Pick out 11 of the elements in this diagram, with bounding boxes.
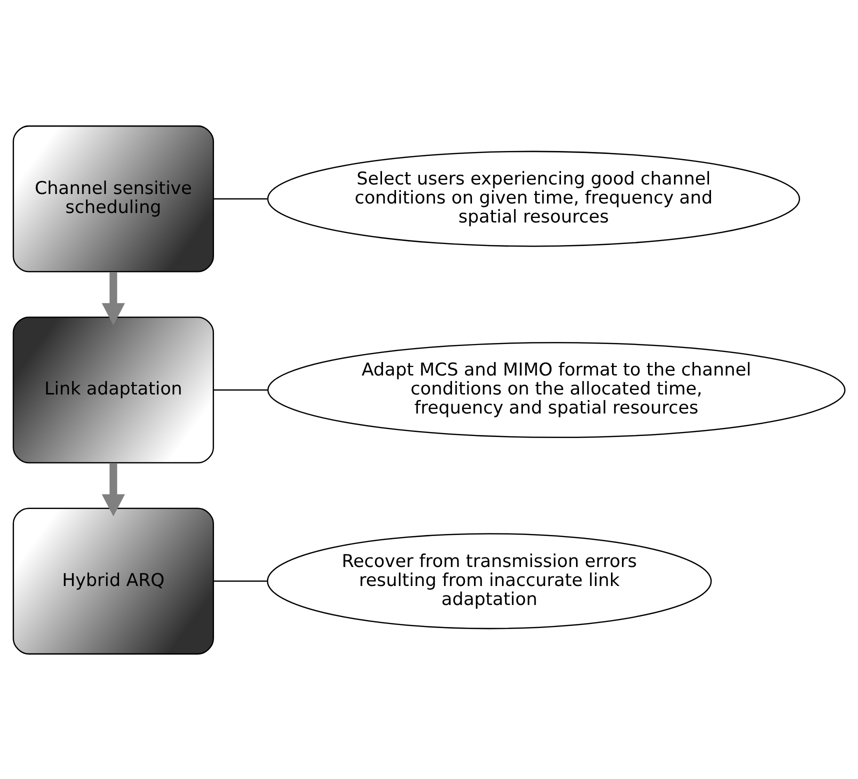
arrow xyxy=(102,462,125,516)
connector xyxy=(214,580,267,582)
node-ellipse: Adapt MCS and MIMO format to the channel conditions on the allocated time, frequency and spatial resources xyxy=(267,341,846,438)
arrow xyxy=(102,271,125,325)
connector xyxy=(214,388,268,390)
node-ellipse: Recover from transmission errors resulting from inaccurate link adaptation xyxy=(266,532,712,629)
connector xyxy=(214,198,268,199)
node-box: Hybrid ARQ xyxy=(12,507,214,654)
node-box: Link adaptation xyxy=(12,316,214,463)
node-ellipse: Select users experiencing good channel conditions on given time, frequency and spatial resources xyxy=(267,150,800,246)
node-box: Channel sensitive scheduling xyxy=(12,124,214,272)
